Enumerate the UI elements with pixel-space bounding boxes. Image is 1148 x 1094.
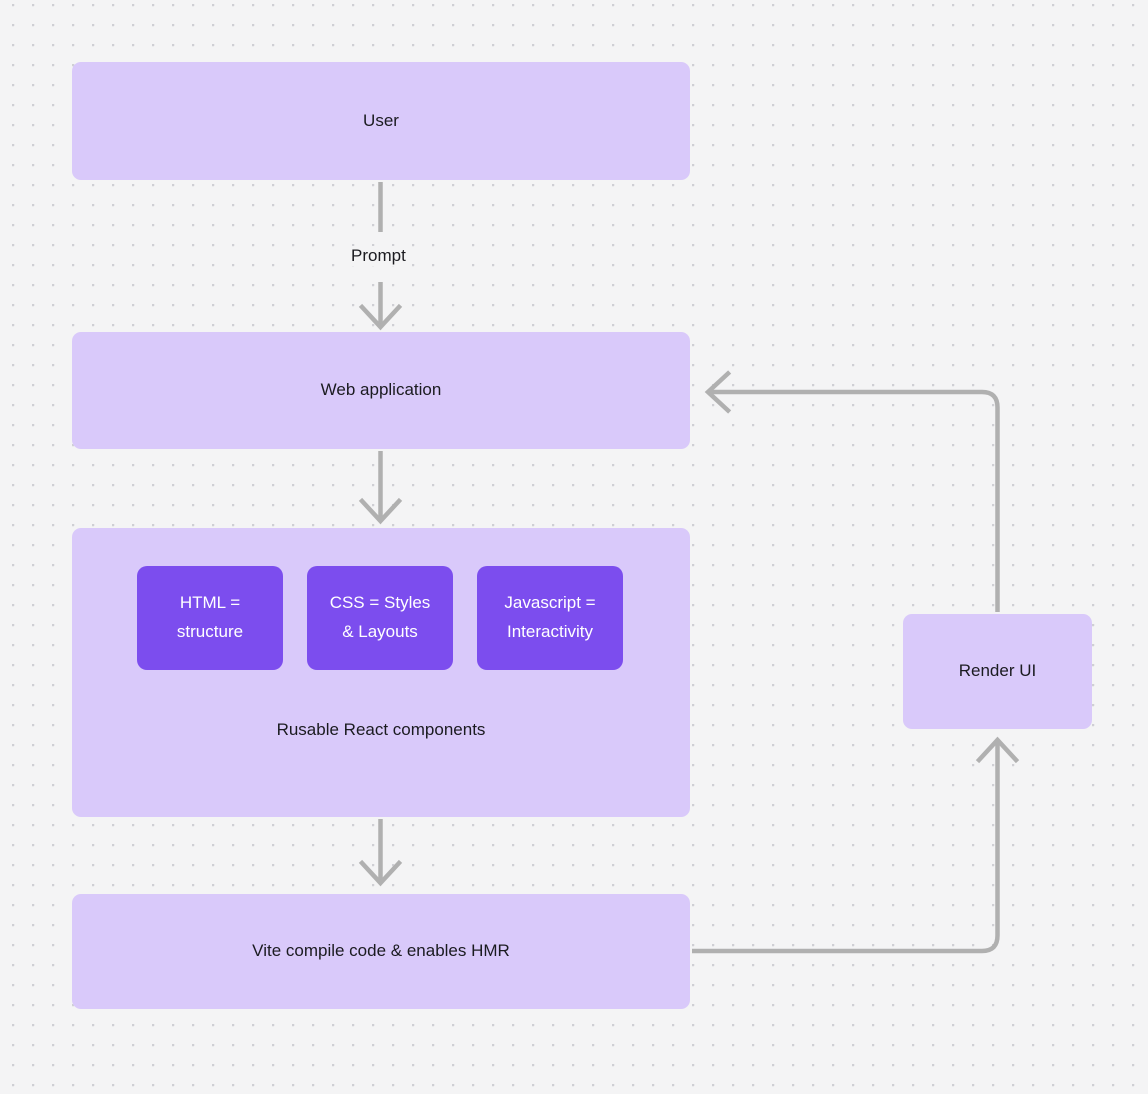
node-web-application-label: Web application (320, 380, 442, 400)
component-javascript-line1: Javascript = (504, 593, 596, 613)
component-javascript-label: Javascript = Interactivity (504, 589, 595, 647)
node-render-ui[interactable]: Render UI (903, 614, 1092, 729)
components-container-caption: Rusable React components (276, 720, 486, 739)
component-css[interactable]: CSS = Styles & Layouts (307, 566, 453, 670)
component-javascript[interactable]: Javascript = Interactivity (477, 566, 623, 670)
edge-vite-to-render (692, 736, 1020, 954)
edge-label-prompt: Prompt (345, 246, 412, 266)
node-components-container[interactable]: HTML = structure CSS = Styles & Layouts … (72, 528, 690, 817)
node-web-application[interactable]: Web application (72, 332, 690, 449)
component-css-label: CSS = Styles & Layouts (330, 589, 431, 647)
component-html[interactable]: HTML = structure (137, 566, 283, 670)
edge-components-to-vite (358, 819, 403, 887)
node-vite-label: Vite compile code & enables HMR (252, 941, 510, 961)
components-row: HTML = structure CSS = Styles & Layouts … (137, 566, 624, 670)
component-css-line2: & Layouts (342, 622, 418, 641)
node-user-label: User (363, 110, 399, 130)
edge-render-to-webapp (704, 370, 1000, 612)
component-html-line1: HTML = (179, 593, 241, 613)
edge-webapp-to-components (358, 451, 403, 525)
node-vite[interactable]: Vite compile code & enables HMR (72, 894, 690, 1009)
node-user[interactable]: User (72, 62, 690, 180)
component-css-line1: CSS = Styles (329, 593, 431, 613)
component-html-line2: structure (176, 622, 244, 641)
component-javascript-line2: Interactivity (507, 622, 593, 641)
node-render-ui-label: Render UI (958, 661, 1037, 681)
component-html-label: HTML = structure (177, 589, 243, 647)
